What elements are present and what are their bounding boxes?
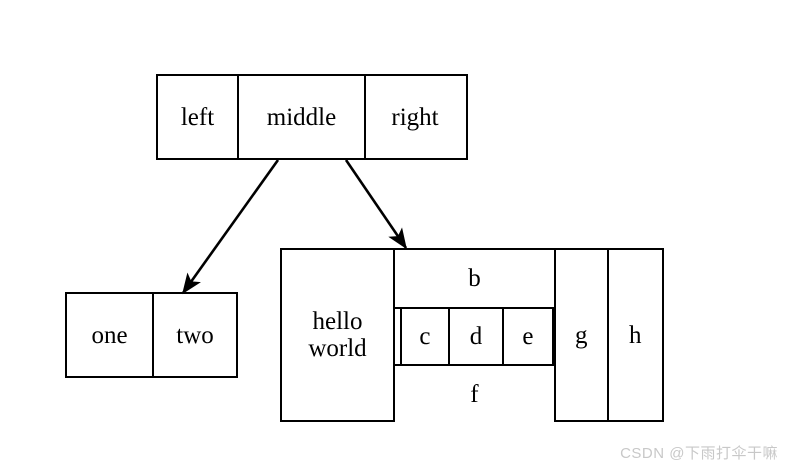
grid-box-cell-c: c [399,309,448,364]
top-box-cell-left: left [158,76,237,158]
grid-box-inner-stack: b c d e f [392,250,554,422]
grid-box-cell-h: h [606,250,662,420]
pair-box-cell-one: one [67,294,152,376]
top-box-cell-right: right [364,76,464,158]
top-box: left middle right [156,74,468,160]
arrow-middle-to-pair [181,159,280,295]
top-box-cell-middle: middle [237,76,364,158]
grid-box-cell-g: g [553,250,607,420]
pair-box: one two [65,292,238,378]
pair-box-cell-two: two [152,294,236,376]
grid-box: hello world b c d e f g h [280,248,664,422]
grid-box-cell-d: d [447,309,502,364]
arrow-middle-to-grid [344,159,408,250]
grid-box-cell-hello-world: hello world [282,250,393,420]
grid-box-cell-e: e [501,309,554,364]
grid-box-cell-f: f [394,366,554,422]
watermark-text: CSDN @下雨打伞干嘛 [620,445,778,462]
grid-box-row-cde: c d e [394,307,554,366]
grid-box-cell-b: b [394,250,554,307]
